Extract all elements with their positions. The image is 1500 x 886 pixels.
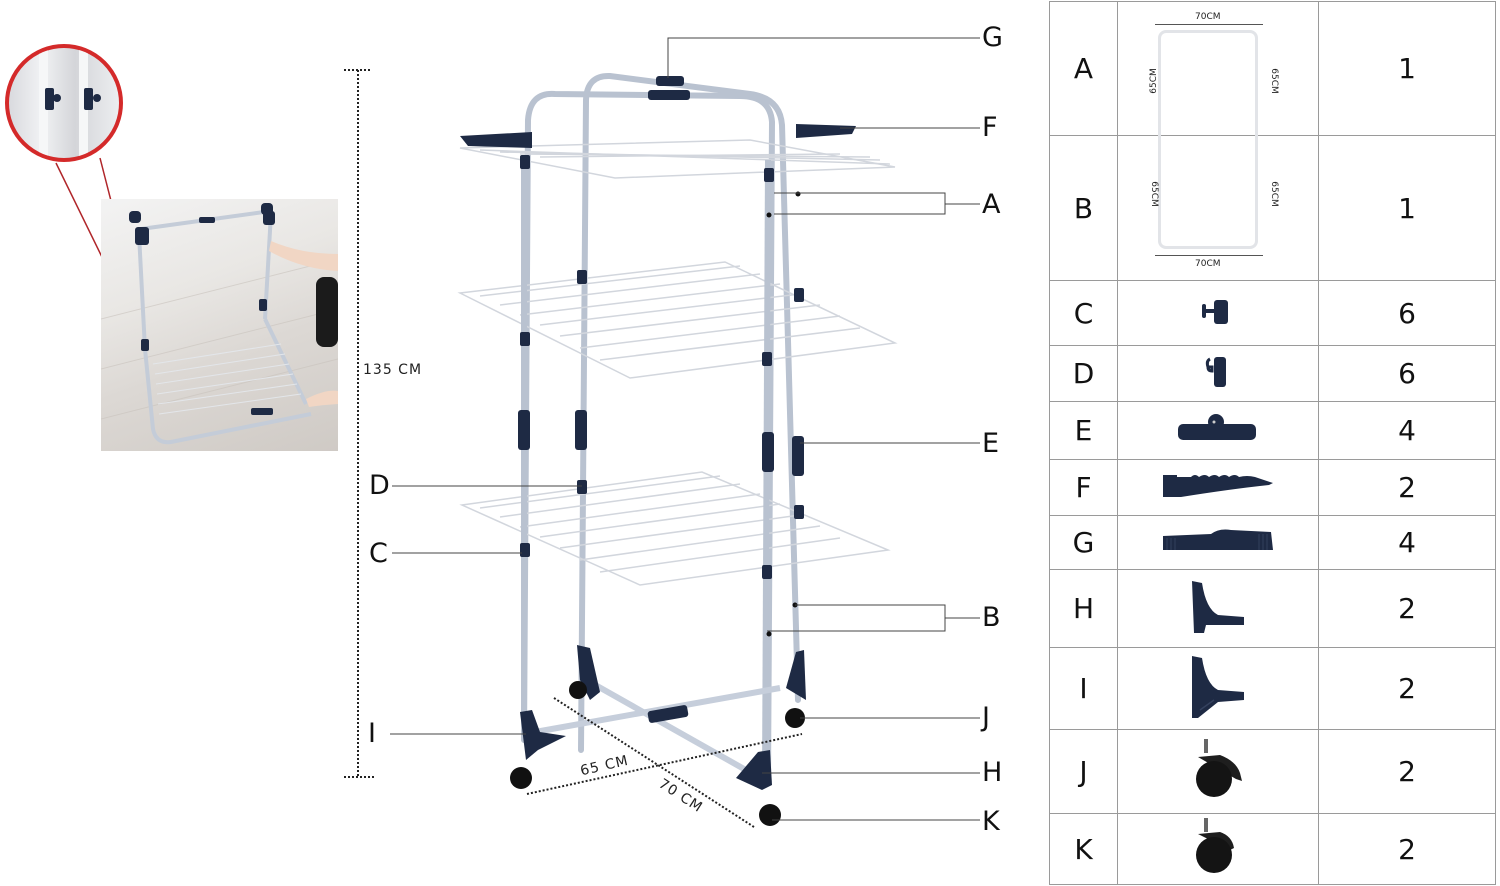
dim-left: 65CM (1148, 68, 1159, 94)
parts-table: A 70CM 65CM 65CM 1 B 70CM 65CM 65CM 1 C (1049, 1, 1496, 885)
dim-right: 65CM (1268, 68, 1279, 94)
part-image-u-frame-bottom: 70CM 65CM 65CM (1117, 135, 1319, 281)
part-qty: 6 (1318, 345, 1496, 402)
sleeve-joint-icon (1117, 401, 1319, 460)
table-row: G 4 (1049, 515, 1496, 570)
callout-f: F (982, 112, 998, 143)
callout-g: G (982, 22, 1003, 53)
caster-wheel-brake-icon (1117, 729, 1319, 814)
table-row: E 4 (1049, 401, 1496, 460)
callout-k: K (982, 806, 1000, 837)
corner-foot-braced-icon (1117, 647, 1319, 730)
serrated-wing-holder-icon (1117, 459, 1319, 516)
part-qty: 2 (1318, 647, 1496, 730)
corner-foot-icon (1117, 569, 1319, 648)
hook-clip-icon (1117, 345, 1319, 402)
part-image-u-frame-top: 70CM 65CM 65CM (1117, 1, 1319, 150)
part-qty: 6 (1318, 280, 1496, 346)
part-qty: 2 (1318, 729, 1496, 814)
part-letter: I (1049, 647, 1118, 730)
magnified-clip-detail (5, 44, 123, 162)
dim-bottom: 70CM (1195, 258, 1221, 269)
part-qty: 2 (1318, 813, 1496, 885)
callout-c: C (369, 538, 388, 569)
table-row: K 2 (1049, 813, 1496, 885)
dim-left: 65CM (1148, 180, 1159, 207)
height-dimension-label: 135 CM (363, 362, 423, 378)
dim-right: 65CM (1268, 180, 1279, 207)
part-letter: J (1049, 729, 1118, 814)
part-letter: B (1049, 135, 1118, 281)
part-letter: H (1049, 569, 1118, 648)
base-dimension-lines (526, 697, 803, 828)
dim-top: 70CM (1195, 12, 1221, 22)
knob-clip-icon (1117, 280, 1319, 346)
callout-i: I (368, 718, 376, 749)
table-row: H 2 (1049, 569, 1496, 648)
table-row: F 2 (1049, 459, 1496, 516)
callout-leader-lines (390, 37, 980, 821)
caster-wheel-icon (1117, 813, 1319, 885)
part-letter: D (1049, 345, 1118, 402)
table-row: C 6 (1049, 280, 1496, 346)
folded-rack-photo (101, 199, 338, 451)
part-letter: E (1049, 401, 1118, 460)
part-qty: 1 (1318, 135, 1496, 281)
table-row: A 70CM 65CM 65CM 1 (1049, 1, 1496, 150)
part-letter: F (1049, 459, 1118, 516)
table-row: J 2 (1049, 729, 1496, 814)
part-letter: A (1049, 1, 1118, 136)
part-qty: 4 (1318, 401, 1496, 460)
callout-e: E (982, 428, 1000, 459)
height-dimension-line (344, 69, 376, 778)
callout-a: A (982, 189, 1001, 220)
table-row: B 70CM 65CM 65CM 1 (1049, 135, 1496, 281)
part-qty: 2 (1318, 569, 1496, 648)
table-row: I 2 (1049, 647, 1496, 730)
callout-d: D (369, 470, 390, 501)
callout-b: B (982, 602, 1001, 633)
ribbed-top-connector-icon (1117, 515, 1319, 570)
part-qty: 2 (1318, 459, 1496, 516)
part-qty: 1 (1318, 1, 1496, 136)
callout-h: H (982, 757, 1003, 788)
table-row: D 6 (1049, 345, 1496, 402)
part-letter: K (1049, 813, 1118, 885)
part-letter: G (1049, 515, 1118, 570)
drying-rack-illustration (457, 72, 898, 826)
part-qty: 4 (1318, 515, 1496, 570)
part-letter: C (1049, 280, 1118, 346)
callout-j: J (982, 702, 990, 733)
